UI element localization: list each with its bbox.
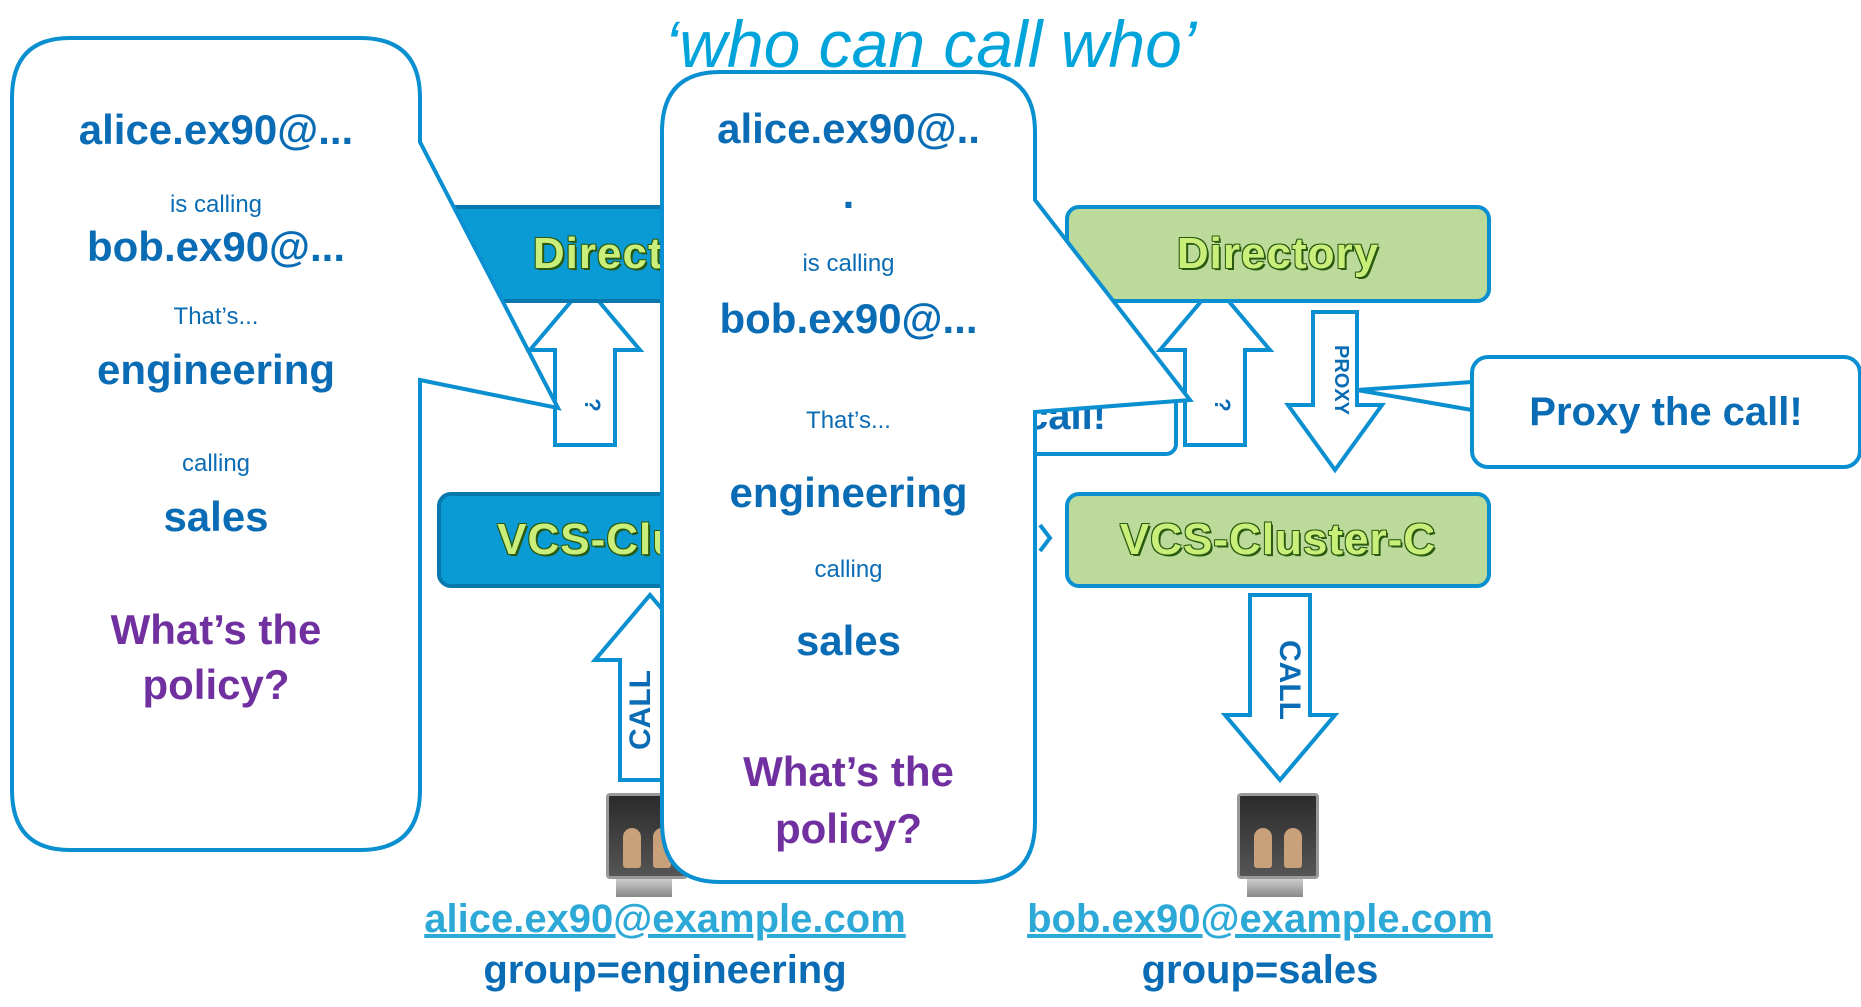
policy-question-line1: What’s the [110, 606, 322, 653]
caller-address: alice.ex90@.. [717, 105, 980, 152]
proxy-arrow [1284, 310, 1386, 474]
callee-address: bob.ex90@... [719, 295, 978, 342]
proxy-arrow-label: PROXY [1330, 345, 1352, 416]
vcs-cluster-node-right: VCS-Cluster-C [1065, 492, 1491, 588]
speech-bubble-center: alice.ex90@.. . is calling bob.ex90@... … [662, 72, 1035, 882]
bob-email-link[interactable]: bob.ex90@example.com [1027, 897, 1493, 941]
proxy-callout: Proxy the call! [1470, 355, 1861, 469]
alice-email-link[interactable]: alice.ex90@example.com [424, 897, 906, 941]
query-arrow-left-label: ? [580, 398, 605, 411]
person-icon [623, 828, 641, 868]
directory-node-right-label: Directory [1176, 229, 1380, 278]
policy-question-line2: policy? [774, 805, 923, 852]
bob-group: group=sales [1141, 948, 1379, 992]
endpoint-stand [616, 879, 672, 897]
is-calling-text: is calling [169, 191, 263, 218]
person-icon [1284, 828, 1302, 868]
alice-endpoint-label: alice.ex90@example.com group=engineering [365, 897, 965, 993]
bob-endpoint-label: bob.ex90@example.com group=sales [960, 897, 1560, 993]
alice-group: group=engineering [483, 948, 847, 992]
callee-group: sales [163, 493, 269, 540]
query-arrow-right [1155, 281, 1275, 447]
directory-node-right: Directory [1065, 205, 1491, 303]
caller-group: engineering [96, 346, 336, 393]
callee-group: sales [795, 617, 902, 664]
thats-text: That’s... [806, 407, 891, 434]
calling-text: calling [181, 450, 251, 477]
caller-address-continued: . [842, 170, 855, 217]
thats-text: That’s... [173, 303, 259, 330]
calling-text: calling [814, 556, 883, 583]
call-arrow-right-label: CALL [1273, 640, 1306, 720]
policy-question-line1: What’s the [743, 748, 954, 795]
endpoint-stand [1247, 879, 1303, 897]
vcs-cluster-node-right-label: VCS-Cluster-C [1119, 515, 1437, 564]
policy-question-line2: policy? [142, 661, 290, 708]
caller-group: engineering [729, 469, 968, 516]
callee-address: bob.ex90@... [86, 223, 346, 270]
is-calling-text: is calling [802, 250, 895, 277]
cluster-connector [1038, 523, 1053, 553]
call-arrow-right [1220, 593, 1340, 784]
call-arrow-left-label: CALL [624, 670, 657, 750]
proxy-callout-pointer [1356, 380, 1473, 412]
proxy-callout-text: Proxy the call! [1529, 389, 1803, 434]
person-icon [1254, 828, 1272, 868]
query-arrow-right-label: ? [1210, 398, 1235, 411]
caller-address: alice.ex90@... [78, 106, 354, 153]
video-endpoint-bob [1237, 793, 1319, 879]
speech-bubble-left: alice.ex90@... is calling bob.ex90@... T… [12, 38, 420, 850]
diagram-title: ‘who can call who’ [664, 7, 1197, 81]
